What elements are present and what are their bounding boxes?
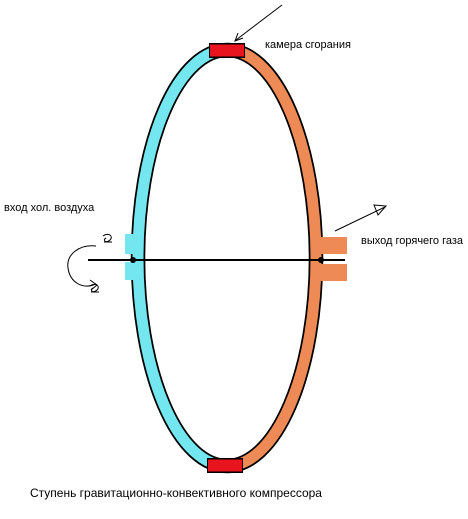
airflow-swirl-icon [89, 283, 99, 293]
axis-hub-left [130, 257, 136, 263]
axis-hub-right [318, 257, 324, 263]
diagram-caption: Ступень гравитационно-конвективного комп… [30, 486, 322, 500]
hot-gas-outlet-ports [319, 237, 347, 281]
cold-air-channel [130, 42, 227, 474]
combustion-chamber-pointer-arrow [234, 4, 283, 42]
cold-air-inlet-label: вход хол. воздуха [4, 202, 95, 214]
rotation-direction-icon [67, 245, 97, 287]
hot-gas-channel [227, 42, 324, 474]
combustion-chamber-label: камера сгорания [265, 39, 351, 51]
combustion-chamber-bottom [207, 458, 243, 473]
airflow-swirl-icon [102, 233, 112, 243]
hot-gas-outlet-label: выход горячего газа [361, 235, 464, 247]
cold-air-inlet-ports [125, 234, 138, 280]
hot-gas-outlet-arrow [334, 204, 388, 232]
combustion-chamber-top [209, 43, 245, 58]
